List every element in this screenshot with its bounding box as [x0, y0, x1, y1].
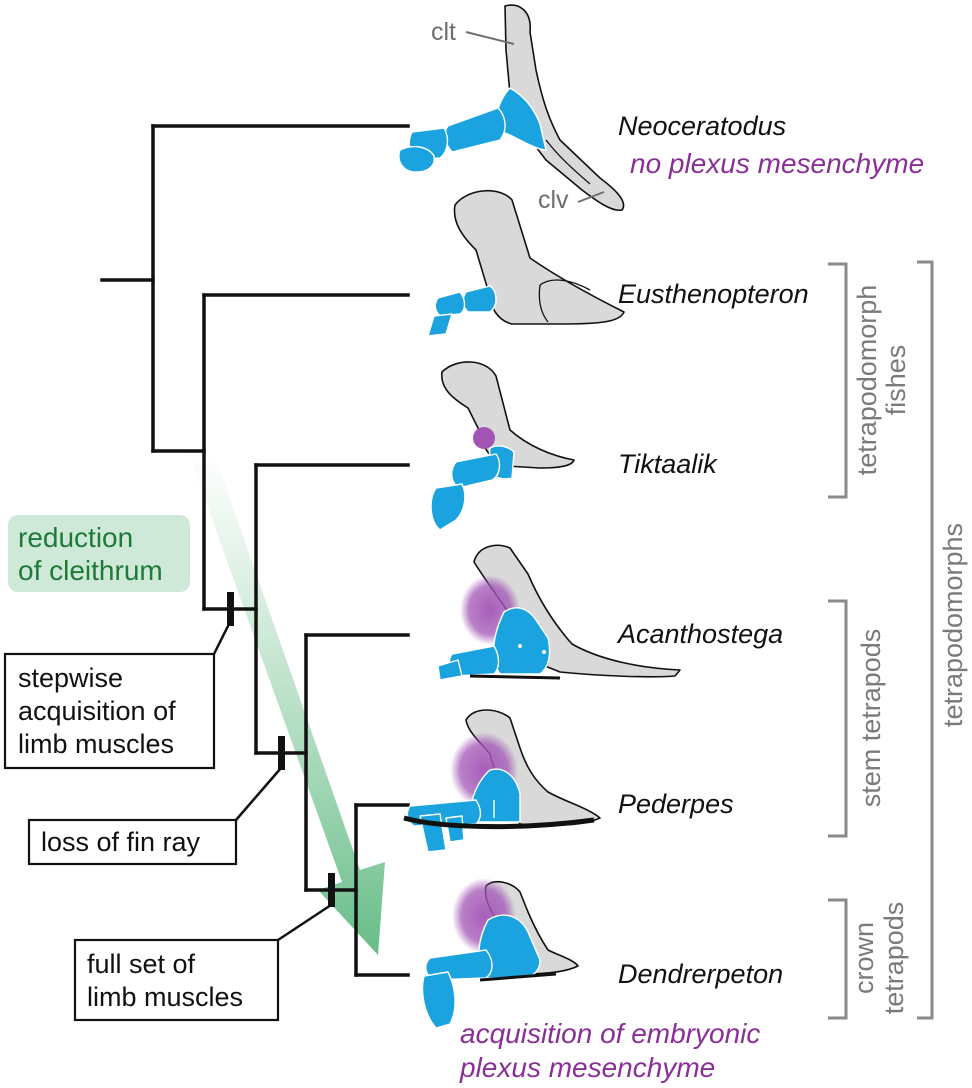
dendrerpeton-girdle: [421, 878, 579, 1029]
note-acquisition-line2: plexus mesenchyme: [459, 1052, 715, 1083]
taxon-neoceratodus: Neoceratodus: [618, 111, 786, 141]
taxon-tiktaalik: Tiktaalik: [618, 449, 718, 479]
fullset-leader: [277, 903, 332, 942]
group-crown-tetrapods-line2: tetrapods: [879, 902, 909, 1015]
trend-label-line1: reduction: [18, 522, 133, 553]
note-acquisition-line1: acquisition of embryonic: [460, 1018, 760, 1049]
trend-label-box: [8, 515, 190, 592]
tiktaalik-girdle: [430, 361, 575, 531]
eusthenopteron-girdle: [427, 189, 625, 337]
clv-leader: [577, 191, 605, 203]
bracket-crown-tetrapods: [828, 898, 848, 1020]
stepwise-leader: [212, 621, 232, 655]
taxon-dendrerpeton: Dendrerpeton: [618, 959, 783, 989]
taxon-pederpes: Pederpes: [618, 789, 734, 819]
group-tetrapodomorph-fishes-line1: tetrapodomorph: [852, 285, 882, 476]
fullset-box: [73, 938, 280, 1022]
stepwise-line1: stepwise: [18, 663, 123, 693]
fin-ray-loss-tick: [278, 736, 285, 770]
group-tetrapodomorph-fishes-line2: fishes: [881, 345, 911, 416]
cleithrum-reduction-arrow: [188, 448, 385, 955]
clv-label: clv: [538, 186, 569, 214]
note-no-plexus: no plexus mesenchyme: [630, 148, 924, 179]
acanthostega-girdle: [437, 544, 681, 681]
group-crown-tetrapods-line1: crown: [849, 922, 879, 994]
fullset-line1: full set of: [87, 949, 196, 979]
bracket-tetrapodomorph-fishes: [828, 262, 848, 499]
stepwise-line3: limb muscles: [18, 729, 174, 759]
pederpes-girdle: [403, 709, 601, 853]
stepwise-line2: acquisition of: [18, 696, 176, 726]
group-tetrapodomorphs: tetrapodomorphs: [938, 523, 968, 727]
fullset-line2: limb muscles: [87, 982, 243, 1012]
group-stem-tetrapods: stem tetrapods: [856, 629, 886, 808]
taxon-acanthostega: Acanthostega: [616, 619, 783, 649]
trend-label-line2: of cleithrum: [18, 555, 163, 586]
bracket-tetrapodomorphs: [917, 260, 934, 1020]
fin-ray-box: [27, 818, 238, 866]
fin-ray-leader: [235, 767, 282, 821]
clt-leader: [465, 31, 515, 45]
bracket-stem-tetrapods: [828, 599, 848, 838]
clt-label: clt: [431, 18, 456, 46]
fin-ray-label: loss of fin ray: [41, 827, 201, 857]
neoceratodus-girdle: [398, 4, 625, 212]
stepwise-muscles-tick: [227, 592, 234, 626]
stepwise-box: [3, 652, 216, 770]
full-muscles-tick: [328, 873, 335, 907]
taxon-eusthenopteron: Eusthenopteron: [618, 279, 809, 309]
